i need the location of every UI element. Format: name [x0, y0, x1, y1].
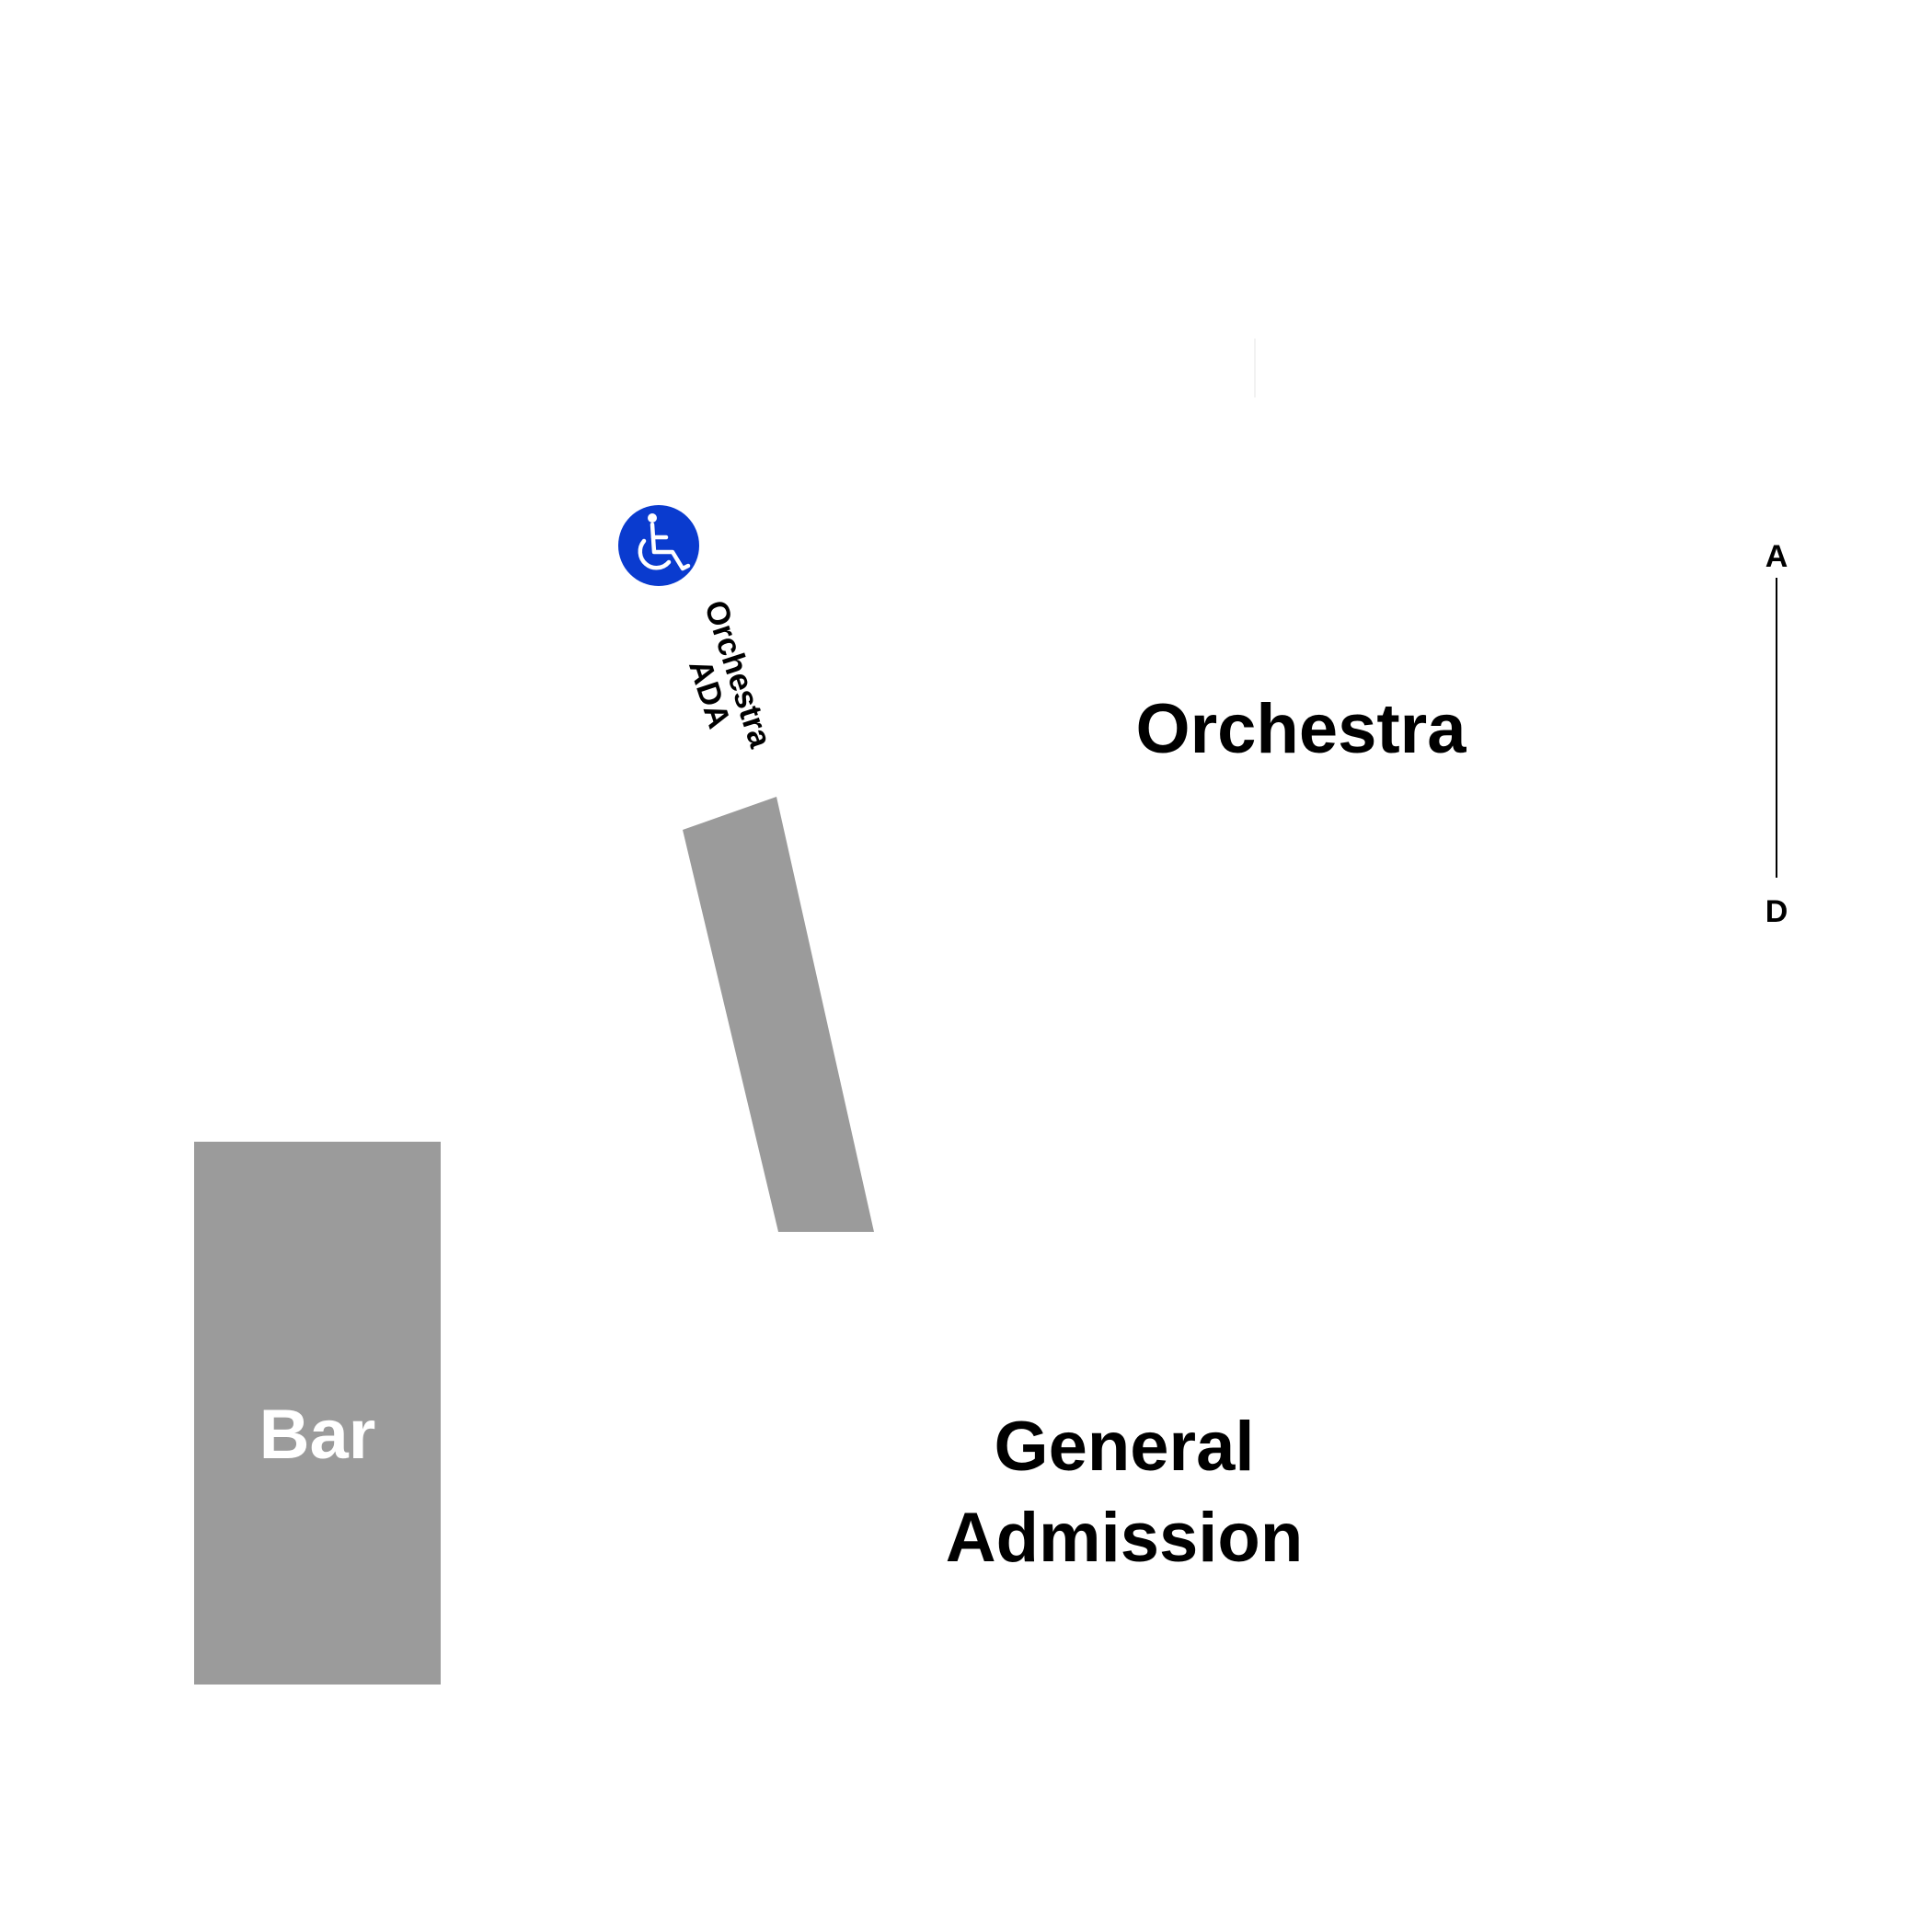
row-start-label: A — [1765, 539, 1788, 574]
section-general-admission-label-line2: Admission — [946, 1499, 1304, 1577]
section-orchestra-label: Orchestra — [1135, 690, 1466, 768]
section-orchestra[interactable]: Orchestra — [1135, 690, 1466, 768]
bar-area: Bar — [194, 1142, 441, 1685]
row-range-indicator: A D — [1765, 539, 1788, 929]
divider-wall — [683, 797, 874, 1232]
bar-label: Bar — [259, 1396, 376, 1474]
row-end-label: D — [1765, 894, 1788, 929]
wheelchair-icon — [618, 505, 699, 586]
section-general-admission[interactable]: General Admission — [946, 1408, 1304, 1577]
section-general-admission-label-line1: General — [994, 1408, 1254, 1486]
bar-block — [194, 1142, 441, 1685]
section-orchestra-ada[interactable]: Orchestra ADA — [618, 505, 778, 763]
